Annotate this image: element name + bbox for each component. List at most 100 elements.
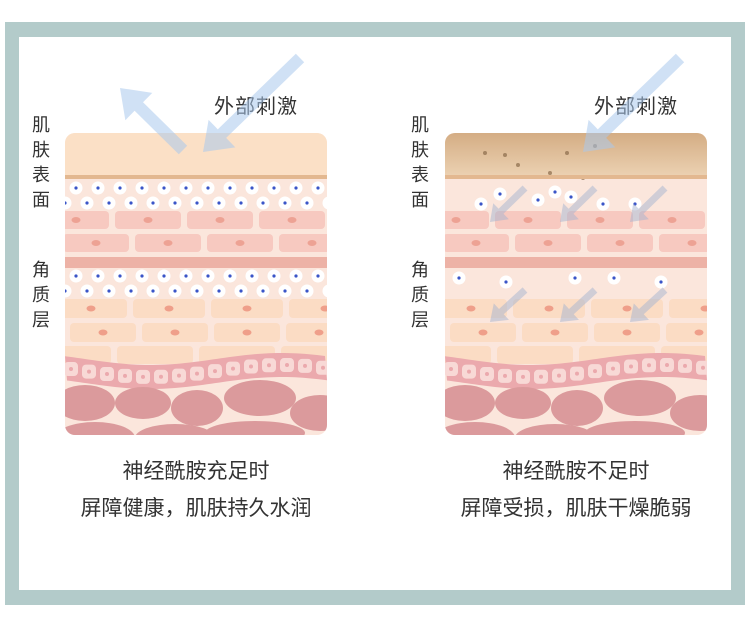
dermis-cell bbox=[205, 421, 305, 435]
basal-nucleus bbox=[611, 366, 615, 371]
lipid-dot bbox=[74, 274, 78, 278]
dark-spot bbox=[548, 171, 552, 175]
lipid-dot bbox=[195, 289, 199, 293]
lipid-dot bbox=[151, 201, 155, 205]
lipid-cell bbox=[65, 196, 72, 210]
lipid-dot bbox=[151, 289, 155, 293]
lipid-dot bbox=[217, 201, 221, 205]
lipid-dot bbox=[195, 201, 199, 205]
lipid-dot bbox=[261, 201, 265, 205]
lipid-dot bbox=[294, 274, 298, 278]
dermis-cell bbox=[670, 395, 707, 431]
basal-nucleus bbox=[195, 371, 199, 376]
cell-nucleus bbox=[164, 305, 174, 312]
lipid-dot bbox=[217, 289, 221, 293]
lipid-cell bbox=[322, 196, 327, 210]
lipid-dot bbox=[305, 289, 309, 293]
cell-nucleus bbox=[451, 217, 461, 223]
lipid-dot bbox=[479, 202, 483, 206]
skin-cell bbox=[669, 299, 707, 318]
lipid-dot bbox=[162, 274, 166, 278]
damaged-skin-illustration bbox=[445, 133, 707, 435]
skin-cell bbox=[445, 211, 489, 229]
cell-nucleus bbox=[287, 217, 297, 223]
cell-nucleus bbox=[622, 329, 632, 336]
cell-nucleus bbox=[91, 240, 101, 246]
basal-nucleus bbox=[521, 374, 525, 379]
basal-nucleus bbox=[575, 371, 579, 376]
basal-nucleus bbox=[267, 363, 271, 368]
cell-nucleus bbox=[687, 240, 697, 246]
dermis-cell bbox=[445, 385, 495, 421]
cell-nucleus bbox=[163, 240, 173, 246]
skin-cell bbox=[666, 323, 707, 342]
lipid-dot bbox=[140, 274, 144, 278]
dermis-cell bbox=[495, 387, 551, 419]
surface-line bbox=[65, 175, 327, 179]
basal-nucleus bbox=[629, 364, 633, 369]
right-surface-label: 肌肤表面 bbox=[411, 115, 429, 211]
basal-nucleus bbox=[503, 373, 507, 378]
lipid-dot bbox=[228, 186, 232, 190]
cell-nucleus bbox=[595, 217, 605, 223]
cell-nucleus bbox=[530, 352, 540, 358]
surface-line bbox=[445, 175, 707, 179]
cell-nucleus bbox=[544, 305, 554, 312]
lipid-dot bbox=[107, 289, 111, 293]
basal-nucleus bbox=[593, 369, 597, 374]
lipid-cell bbox=[322, 284, 327, 298]
dark-spot bbox=[565, 151, 569, 155]
cell-nucleus bbox=[478, 329, 488, 336]
lipid-dot bbox=[96, 274, 100, 278]
lipid-dot bbox=[74, 186, 78, 190]
lipid-cell bbox=[65, 284, 72, 298]
dermis-cell bbox=[585, 421, 685, 435]
basal-nucleus bbox=[213, 369, 217, 374]
dark-spot bbox=[483, 151, 487, 155]
dermis-cell bbox=[290, 395, 327, 431]
skin-cell bbox=[286, 323, 327, 342]
right-caption-line1: 神经酰胺不足时 bbox=[502, 459, 650, 483]
lipid-dot bbox=[659, 280, 663, 284]
lipid-dot bbox=[140, 186, 144, 190]
basal-nucleus bbox=[665, 363, 669, 368]
cell-nucleus bbox=[448, 352, 458, 358]
cell-nucleus bbox=[471, 240, 481, 246]
dark-spot bbox=[516, 163, 520, 167]
basal-nucleus bbox=[557, 373, 561, 378]
cell-nucleus bbox=[242, 305, 252, 312]
lipid-dot bbox=[85, 289, 89, 293]
basal-nucleus bbox=[647, 363, 651, 368]
cell-nucleus bbox=[86, 305, 96, 312]
lipid-dot bbox=[184, 186, 188, 190]
lipid-dot bbox=[498, 192, 502, 196]
basal-nucleus bbox=[303, 363, 307, 368]
cell-nucleus bbox=[307, 240, 317, 246]
dermis-cell bbox=[65, 385, 115, 421]
cell-nucleus bbox=[150, 352, 160, 358]
right-stratum-label: 角质层 bbox=[411, 260, 429, 331]
barrier-band bbox=[65, 257, 327, 268]
cell-nucleus bbox=[700, 305, 707, 312]
dermis-cell bbox=[224, 380, 296, 416]
surface-layer bbox=[65, 133, 327, 177]
dark-spot bbox=[593, 144, 597, 148]
lipid-dot bbox=[601, 202, 605, 206]
lipid-dot bbox=[173, 289, 177, 293]
left-caption-line2: 屏障健康，肌肤持久水润 bbox=[80, 496, 312, 520]
basal-nucleus bbox=[321, 365, 325, 370]
lipid-dot bbox=[553, 190, 557, 194]
basal-nucleus bbox=[485, 372, 489, 377]
basal-nucleus bbox=[449, 367, 453, 372]
cell-nucleus bbox=[98, 329, 108, 336]
lipid-dot bbox=[206, 274, 210, 278]
lipid-dot bbox=[162, 186, 166, 190]
lipid-dot bbox=[305, 201, 309, 205]
lipid-dot bbox=[65, 289, 67, 293]
cell-nucleus bbox=[68, 352, 78, 358]
lipid-dot bbox=[65, 201, 67, 205]
lipid-dot bbox=[250, 274, 254, 278]
surface-layer bbox=[445, 133, 707, 177]
lipid-dot bbox=[96, 186, 100, 190]
lipid-dot bbox=[261, 289, 265, 293]
